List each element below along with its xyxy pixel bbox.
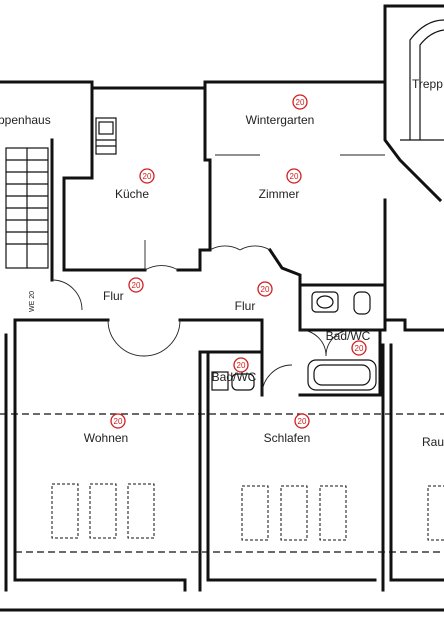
tag-flur-center-text: 20 [261, 285, 270, 294]
room-tags: 20 20 20 20 20 20 20 20 20 [110, 94, 367, 429]
room-labels: ppenhaus Küche Wintergarten Zimmer Flur … [0, 77, 444, 449]
tag-kueche [139, 168, 155, 184]
tag-wohnen-text: 20 [114, 417, 123, 426]
tag-flur-center [257, 281, 273, 297]
bath-fixtures [211, 291, 377, 391]
tag-flur-left-text: 20 [132, 281, 141, 290]
tag-schlafen [294, 413, 310, 429]
tag-zimmer-text: 20 [290, 172, 299, 181]
label-schlafen: Schlafen [264, 431, 311, 445]
tag-wintergarten [292, 94, 308, 110]
label-raum-right: Rau [422, 435, 444, 449]
tag-kueche-text: 20 [143, 172, 152, 181]
tag-zimmer [286, 168, 302, 184]
label-we: WE 20 [29, 291, 36, 312]
label-flur-center: Flur [235, 299, 256, 313]
roof-windows [51, 483, 444, 541]
label-treppe-right: Trepp [412, 77, 443, 91]
label-bad-wc-small: Bad/WC [212, 370, 257, 384]
tag-wohnen [110, 413, 126, 429]
stairs-right [400, 19, 444, 141]
label-wohnen: Wohnen [84, 431, 128, 445]
label-kueche: Küche [115, 187, 149, 201]
stairs-left [5, 147, 49, 269]
label-bad-wc: Bad/WC [326, 329, 371, 343]
tag-flur-left [128, 277, 144, 293]
label-flur-left: Flur [103, 289, 124, 303]
tag-bad-wc-text: 20 [355, 344, 364, 353]
doors [51, 154, 385, 396]
tag-wintergarten-text: 20 [296, 98, 305, 107]
tag-schlafen-text: 20 [298, 417, 307, 426]
walls [0, 4, 444, 612]
roof-lines [0, 413, 444, 553]
tag-bad-wc-small-text: 20 [237, 361, 246, 370]
label-treppenhaus: ppenhaus [0, 113, 51, 127]
tag-bad-wc [351, 340, 367, 356]
tag-bad-wc-small [233, 357, 249, 373]
label-zimmer: Zimmer [259, 187, 300, 201]
kitchen-sink [95, 117, 117, 155]
label-wintergarten: Wintergarten [246, 113, 315, 127]
